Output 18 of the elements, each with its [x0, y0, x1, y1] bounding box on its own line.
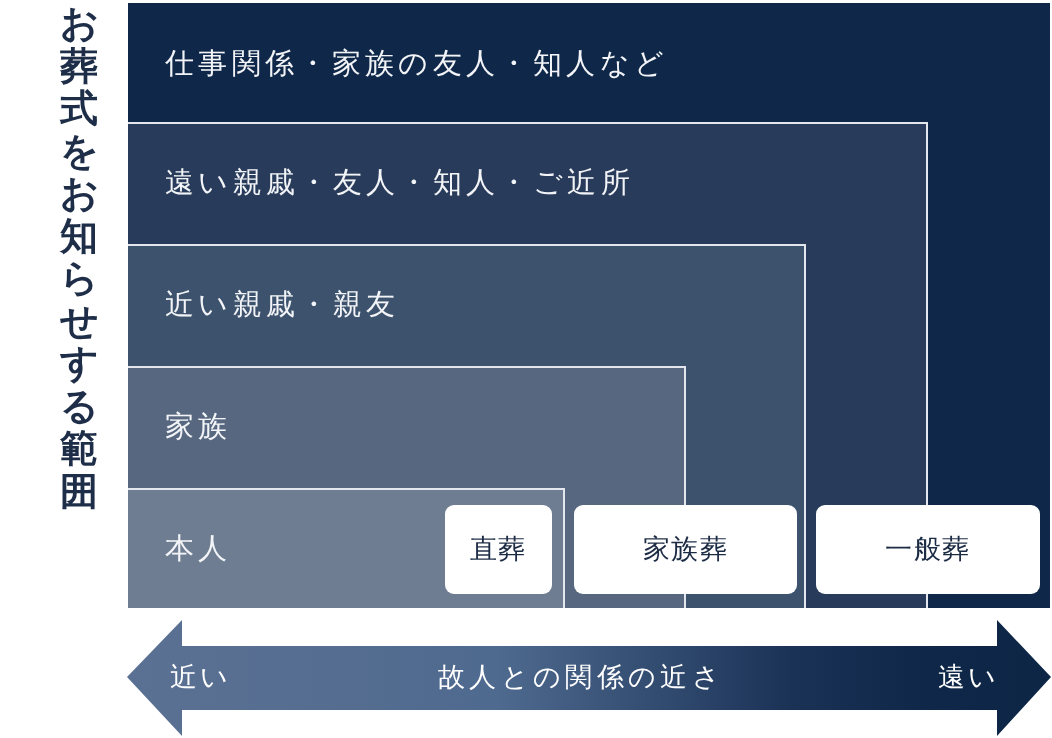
nested-region [128, 244, 806, 608]
nested-region [128, 3, 1050, 608]
scale-label: 故人との関係の近さ [438, 661, 724, 694]
category-label: 近い親戚・親友 [165, 286, 400, 322]
funeral-type-label: 直葬 [469, 533, 528, 566]
category-label: 本人 [165, 530, 232, 566]
label-card [445, 505, 552, 594]
nested-region [128, 488, 565, 608]
vertical-axis-label: お葬式をお知らせする範囲 [60, 2, 98, 513]
category-label: 遠い親戚・友人・知人・ご近所 [165, 164, 634, 200]
category-label: 家族 [165, 408, 232, 444]
label-card [574, 505, 797, 594]
funeral-type-label: 家族葬 [642, 533, 729, 566]
category-label: 仕事関係・家族の友人・知人など [165, 45, 669, 81]
scale-end-label: 近い [170, 661, 231, 694]
scale-end-label: 遠い [938, 661, 999, 694]
funeral-type-label: 一般葬 [885, 533, 971, 566]
label-card [816, 505, 1040, 594]
